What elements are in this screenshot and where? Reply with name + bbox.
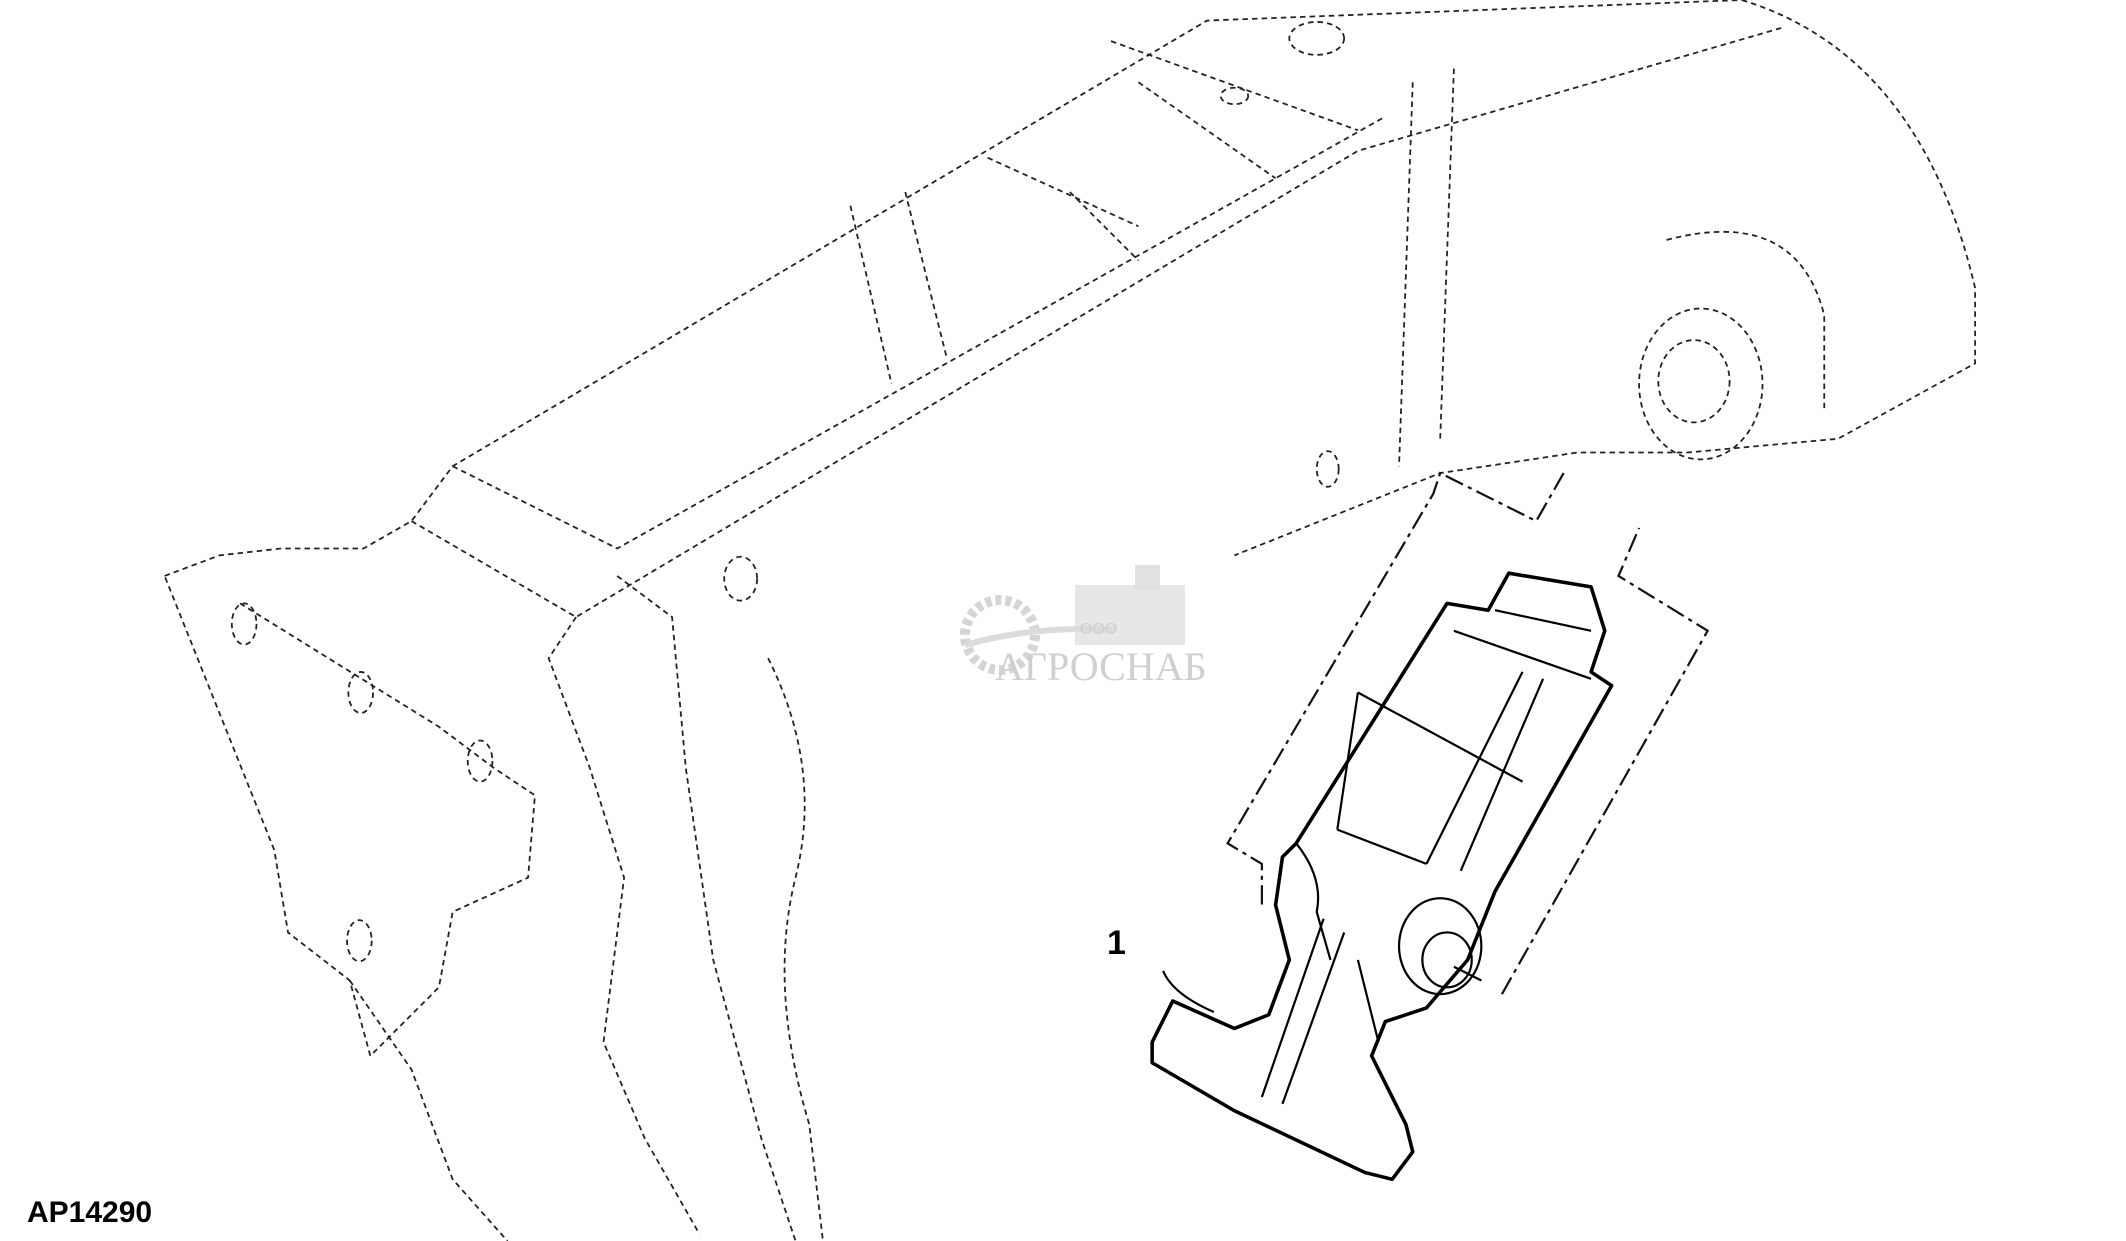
latch-handle-part xyxy=(1150,571,1614,1182)
callout-1: 1 xyxy=(1107,924,1126,962)
frame-outline-dashed xyxy=(163,0,1977,1241)
watermark-name: АГРОСНАБ xyxy=(995,644,1207,689)
watermark-logo: ООО АГРОСНАБ xyxy=(955,565,1215,695)
gear-harvester-icon xyxy=(960,565,1185,675)
assembly-boundary xyxy=(1226,471,1710,995)
figure-id: AP14290 xyxy=(27,1196,153,1229)
watermark-prefix: ООО xyxy=(1080,621,1118,638)
